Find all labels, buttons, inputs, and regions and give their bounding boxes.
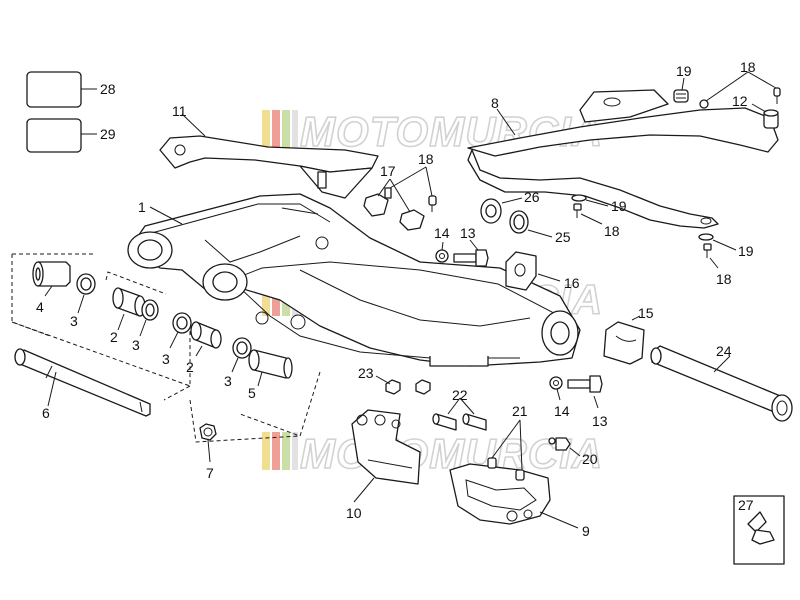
callout-14b: 14 bbox=[554, 403, 570, 419]
callout-19a: 19 bbox=[676, 63, 692, 79]
callout-3c: 3 bbox=[162, 351, 170, 367]
callout-26: 26 bbox=[524, 189, 540, 205]
callout-2a: 2 bbox=[110, 329, 118, 345]
part-19-grommet-top bbox=[673, 89, 689, 103]
part-3-seal-a bbox=[76, 273, 96, 295]
callout-3d: 3 bbox=[224, 373, 232, 389]
part-7-nut bbox=[199, 423, 217, 441]
part-5-bushing bbox=[248, 349, 293, 379]
part-14-washer-lower bbox=[549, 376, 563, 390]
callout-10: 10 bbox=[346, 505, 362, 521]
part-8-chain-slider bbox=[467, 89, 779, 229]
part-27-rivet bbox=[747, 511, 775, 545]
part-11-chain-guard bbox=[159, 135, 379, 199]
part-27-box bbox=[733, 495, 785, 565]
callout-20: 20 bbox=[582, 451, 598, 467]
callout-28: 28 bbox=[100, 81, 116, 97]
callout-29: 29 bbox=[100, 126, 116, 142]
part-24-axle bbox=[650, 345, 793, 422]
part-19-grommet-mid bbox=[571, 194, 587, 202]
callout-21: 21 bbox=[512, 403, 528, 419]
part-25-washer bbox=[509, 210, 529, 234]
part-26-grommet bbox=[480, 198, 502, 224]
part-18-screw-top-right bbox=[699, 87, 781, 109]
callout-19c: 19 bbox=[738, 243, 754, 259]
part-17-clip bbox=[363, 187, 437, 231]
callout-16: 16 bbox=[564, 275, 580, 291]
callout-8: 8 bbox=[491, 95, 499, 111]
watermark-bottom: MOTOMURCIA bbox=[262, 429, 603, 478]
callout-27: 27 bbox=[738, 497, 754, 513]
part-16-bracket bbox=[505, 251, 537, 291]
callout-17: 17 bbox=[380, 163, 396, 179]
part-23-nuts bbox=[385, 379, 431, 395]
part-29-box bbox=[26, 118, 82, 153]
callout-18d: 18 bbox=[716, 271, 732, 287]
callout-13b: 13 bbox=[592, 413, 608, 429]
callout-3a: 3 bbox=[70, 313, 78, 329]
callout-18a: 18 bbox=[740, 59, 756, 75]
part-10-chain-guide bbox=[351, 409, 421, 485]
part-19-grommet-right bbox=[698, 233, 714, 241]
part-21-screws bbox=[487, 457, 525, 481]
callout-6: 6 bbox=[42, 405, 50, 421]
part-12-spacer bbox=[763, 109, 779, 129]
part-28-box bbox=[26, 71, 82, 108]
part-1-swingarm bbox=[127, 193, 581, 367]
part-18-screw-right bbox=[703, 243, 712, 258]
callout-23: 23 bbox=[358, 365, 374, 381]
part-2-bearing-a bbox=[112, 287, 146, 317]
part-15-slider-block bbox=[603, 321, 645, 365]
callout-11: 11 bbox=[172, 103, 187, 119]
callout-7: 7 bbox=[206, 465, 214, 481]
part-4-bushing bbox=[32, 261, 71, 287]
part-22-spacers bbox=[432, 413, 487, 431]
callout-1: 1 bbox=[138, 199, 146, 215]
callout-2b: 2 bbox=[186, 359, 194, 375]
callout-9: 9 bbox=[582, 523, 590, 539]
callout-14a: 14 bbox=[434, 225, 450, 241]
part-3-seal-d bbox=[232, 337, 252, 359]
callout-19b: 19 bbox=[611, 198, 627, 214]
part-20-screw bbox=[548, 437, 571, 451]
callout-5: 5 bbox=[248, 385, 256, 401]
callout-4: 4 bbox=[36, 299, 44, 315]
callout-25: 25 bbox=[555, 229, 571, 245]
part-9-guide-plate bbox=[449, 463, 551, 525]
part-6-pivot-shaft bbox=[14, 348, 151, 417]
callout-18b: 18 bbox=[418, 151, 434, 167]
callout-15: 15 bbox=[638, 305, 654, 321]
part-13-bolt-lower bbox=[567, 375, 603, 393]
part-18-screw-mid bbox=[573, 203, 582, 218]
callout-13a: 13 bbox=[460, 225, 476, 241]
callout-3b: 3 bbox=[132, 337, 140, 353]
part-14-washer-upper bbox=[435, 249, 449, 263]
part-13-bolt-upper bbox=[453, 249, 489, 267]
callout-18c: 18 bbox=[604, 223, 620, 239]
callout-12: 12 bbox=[732, 93, 748, 109]
part-2-bearing-b bbox=[190, 321, 222, 349]
part-3-seal-b bbox=[141, 299, 159, 321]
part-3-seal-c bbox=[172, 312, 192, 334]
callout-24: 24 bbox=[716, 343, 732, 359]
callout-22: 22 bbox=[452, 387, 468, 403]
